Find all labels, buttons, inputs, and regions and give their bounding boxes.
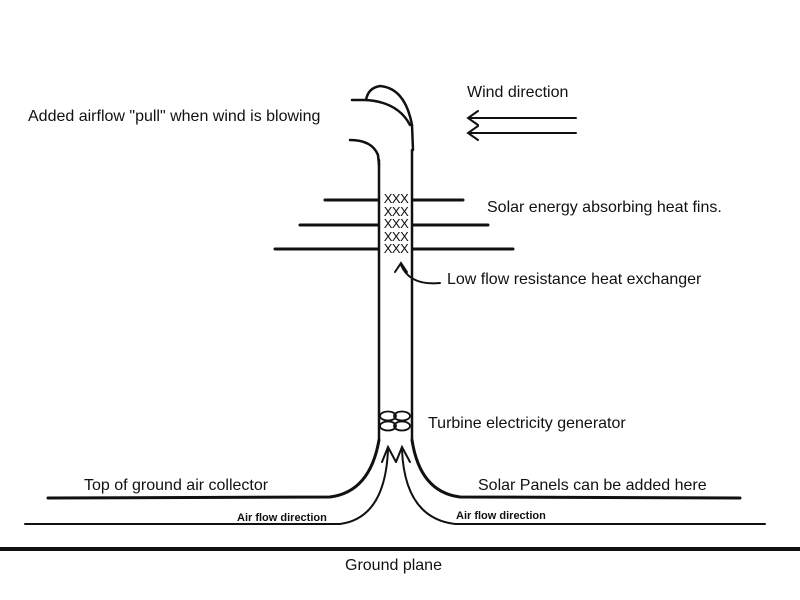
airflow-pull-label: Added airflow "pull" when wind is blowin…: [28, 108, 321, 125]
heat-exchanger-row: XXX: [383, 191, 409, 206]
turbine-blade-2: [393, 410, 411, 422]
heat-exchanger-pointer: [400, 264, 441, 285]
heat-exchanger-row: XXX: [383, 203, 409, 219]
airflow-right-head: [395, 444, 411, 463]
air-flow-left-label: Air flow direction: [237, 512, 327, 524]
wind-arrow-2: [466, 125, 577, 141]
ground-plane-label: Ground plane: [345, 557, 442, 574]
heat-exchanger-row: XXX: [383, 228, 409, 244]
turbine-blade-3: [379, 420, 397, 432]
heat-exchanger-grid: XXX XXX XXX XXX XXX: [379, 191, 413, 256]
air-flow-right-label: Air flow direction: [456, 510, 546, 522]
turbine-label: Turbine electricity generator: [428, 415, 626, 432]
airflow-right: [401, 449, 766, 525]
wind-direction-label: Wind direction: [467, 84, 569, 101]
airflow-left: [24, 449, 389, 525]
collector-top-label: Top of ground air collector: [84, 477, 269, 494]
solar-panels-label: Solar Panels can be added here: [478, 477, 707, 494]
wind-arrow-1: [466, 110, 577, 126]
heat-exchanger-pointer-head: [394, 261, 408, 273]
heat-fins-label: Solar energy absorbing heat fins.: [487, 199, 722, 216]
collector-top-right: [410, 438, 742, 500]
turbine-blade-1: [379, 410, 397, 422]
airflow-left-head: [381, 444, 397, 463]
heat-exchanger-row: XXX: [383, 241, 409, 256]
cowl-outer-hood: [350, 84, 415, 152]
collector-top-left: [46, 438, 381, 500]
heat-exchanger-row: XXX: [383, 216, 409, 231]
turbine-blade-4: [393, 420, 411, 432]
heat-exchanger-label: Low flow resistance heat exchanger: [447, 271, 702, 288]
cowl-inner-hood: [364, 98, 412, 127]
cowl-lower-lip: [348, 138, 381, 167]
